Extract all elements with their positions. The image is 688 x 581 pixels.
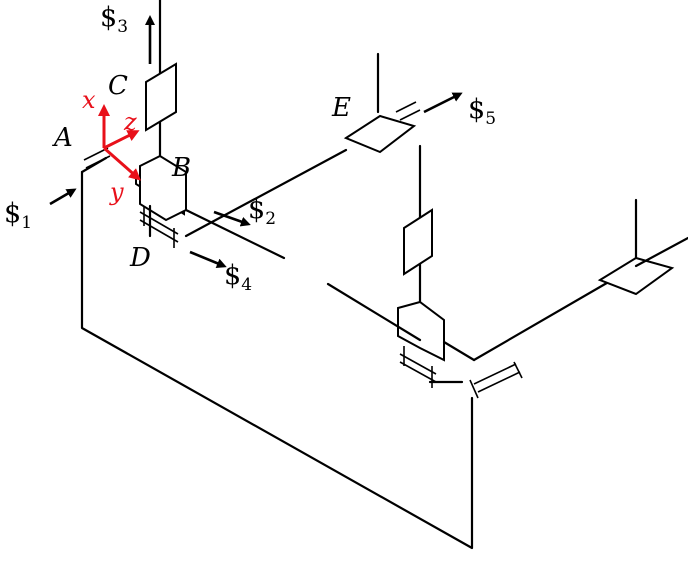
- middle-limb: [326, 144, 476, 388]
- screw-label-4: $4: [224, 260, 252, 295]
- plate-mid: [397, 300, 445, 362]
- joint-d: [139, 206, 179, 248]
- right-limb: [469, 198, 688, 399]
- arrow-s4: [189, 250, 227, 268]
- axis-labels: x z y: [82, 86, 137, 206]
- arrow-s1: [49, 188, 77, 206]
- prismatic-plate-c: [145, 62, 177, 132]
- joint-labels: C A B D E: [52, 71, 351, 273]
- label-y: y: [109, 178, 124, 206]
- prismatic-plate-mid: [403, 208, 433, 276]
- label-a: A: [52, 123, 73, 153]
- link-d-e: [184, 148, 348, 238]
- y-axis: [103, 146, 141, 181]
- screw-arrows: [49, 15, 463, 268]
- arrow-s2: [213, 210, 251, 227]
- screw-label-2: $2: [248, 194, 276, 229]
- label-z: z: [123, 108, 137, 136]
- label-c: C: [108, 71, 128, 101]
- arrow-s5: [423, 92, 463, 114]
- screw-labels: $1 $2 $3 $4 $5: [4, 2, 496, 295]
- base-frame: [80, 156, 474, 550]
- label-b: B: [171, 153, 191, 183]
- screw-label-3: $3: [100, 2, 128, 37]
- coordinate-frame: [98, 104, 141, 181]
- label-e: E: [331, 93, 351, 123]
- label-d: D: [129, 243, 151, 273]
- label-x: x: [82, 86, 96, 114]
- left-limb: [135, 0, 348, 260]
- plate-e: [343, 114, 417, 154]
- plate-right: [597, 256, 675, 296]
- screw-label-1: $1: [4, 198, 32, 233]
- screw-label-5: $5: [468, 94, 496, 129]
- joint-e: [343, 52, 421, 154]
- z-axis: [103, 130, 140, 150]
